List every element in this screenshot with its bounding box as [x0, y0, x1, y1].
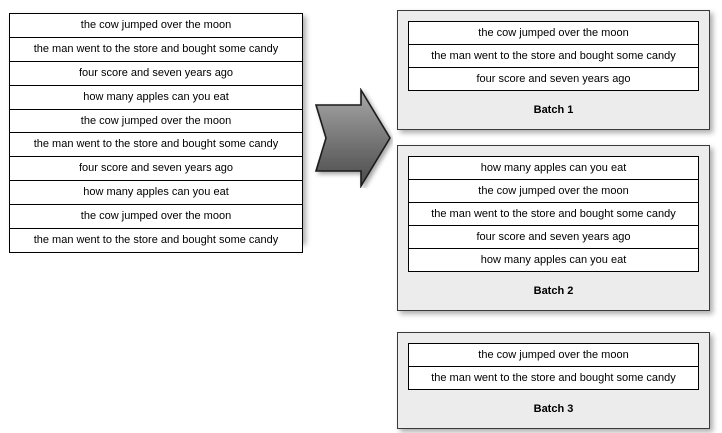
table-row: the cow jumped over the moon: [408, 179, 699, 203]
table-row: the cow jumped over the moon: [9, 204, 303, 230]
sentence-cell: four score and seven years ago: [9, 156, 303, 182]
sentence-cell: how many apples can you eat: [408, 156, 699, 180]
sentence-cell: the cow jumped over the moon: [408, 343, 699, 367]
sentence-cell: the man went to the store and bought som…: [9, 228, 303, 253]
table-row: four score and seven years ago: [408, 225, 699, 249]
table-row: how many apples can you eat: [408, 248, 699, 272]
batch-1-rows: the cow jumped over the moon the man wen…: [408, 21, 699, 91]
unbatched-sentence-table: the cow jumped over the moon the man wen…: [9, 13, 303, 253]
batch-1-label: Batch 1: [533, 104, 574, 116]
batch-2-table-wrapper: how many apples can you eat the cow jump…: [398, 146, 709, 272]
sentence-cell: how many apples can you eat: [408, 248, 699, 272]
table-row: how many apples can you eat: [408, 156, 699, 180]
sentence-cell: four score and seven years ago: [408, 67, 699, 91]
table-row: four score and seven years ago: [9, 60, 303, 86]
batch-1-sentence-table: the cow jumped over the moon the man wen…: [408, 21, 699, 91]
sentence-cell: the man went to the store and bought som…: [9, 36, 303, 62]
sentence-cell: how many apples can you eat: [9, 84, 303, 110]
sentence-cell: the man went to the store and bought som…: [408, 44, 699, 68]
sentence-cell: the cow jumped over the moon: [9, 108, 303, 134]
table-row: the man went to the store and bought som…: [408, 44, 699, 68]
unbatched-sentence-list: the cow jumped over the moon the man wen…: [9, 13, 303, 253]
batch-3-label: Batch 3: [533, 403, 574, 415]
sentence-cell: the cow jumped over the moon: [408, 21, 699, 45]
batch-3-rows: the cow jumped over the moon the man wen…: [408, 343, 699, 390]
batch-2-sentence-table: how many apples can you eat the cow jump…: [408, 156, 699, 272]
batch-panel-2: how many apples can you eat the cow jump…: [397, 145, 710, 311]
table-row: the cow jumped over the moon: [408, 343, 699, 367]
batch-1-table-wrapper: the cow jumped over the moon the man wen…: [398, 11, 709, 91]
table-row: the cow jumped over the moon: [408, 21, 699, 45]
sentence-cell: how many apples can you eat: [9, 180, 303, 206]
batch-2-rows: how many apples can you eat the cow jump…: [408, 156, 699, 272]
table-row: four score and seven years ago: [9, 156, 303, 182]
unbatched-sentence-rows: the cow jumped over the moon the man wen…: [9, 13, 303, 253]
sentence-cell: four score and seven years ago: [408, 225, 699, 249]
table-row: four score and seven years ago: [408, 67, 699, 91]
table-row: the man went to the store and bought som…: [9, 36, 303, 62]
table-row: the man went to the store and bought som…: [408, 202, 699, 226]
batch-3-sentence-table: the cow jumped over the moon the man wen…: [408, 343, 699, 390]
batch-2-label: Batch 2: [533, 285, 574, 297]
table-row: the man went to the store and bought som…: [9, 228, 303, 253]
batch-panel-3: the cow jumped over the moon the man wen…: [397, 332, 710, 429]
table-row: the cow jumped over the moon: [9, 108, 303, 134]
table-row: how many apples can you eat: [9, 180, 303, 206]
table-row: the man went to the store and bought som…: [9, 132, 303, 158]
sentence-cell: the man went to the store and bought som…: [9, 132, 303, 158]
sentence-cell: the cow jumped over the moon: [9, 13, 303, 38]
batch-panel-1: the cow jumped over the moon the man wen…: [397, 10, 710, 130]
right-block-arrow-icon: [313, 87, 393, 189]
sentence-cell: the man went to the store and bought som…: [408, 202, 699, 226]
table-row: the cow jumped over the moon: [9, 13, 303, 38]
sentence-cell: the man went to the store and bought som…: [408, 366, 699, 390]
table-row: the man went to the store and bought som…: [408, 366, 699, 390]
batch-3-table-wrapper: the cow jumped over the moon the man wen…: [398, 333, 709, 390]
sentence-cell: the cow jumped over the moon: [408, 179, 699, 203]
sentence-cell: four score and seven years ago: [9, 60, 303, 86]
table-row: how many apples can you eat: [9, 84, 303, 110]
sentence-cell: the cow jumped over the moon: [9, 204, 303, 230]
